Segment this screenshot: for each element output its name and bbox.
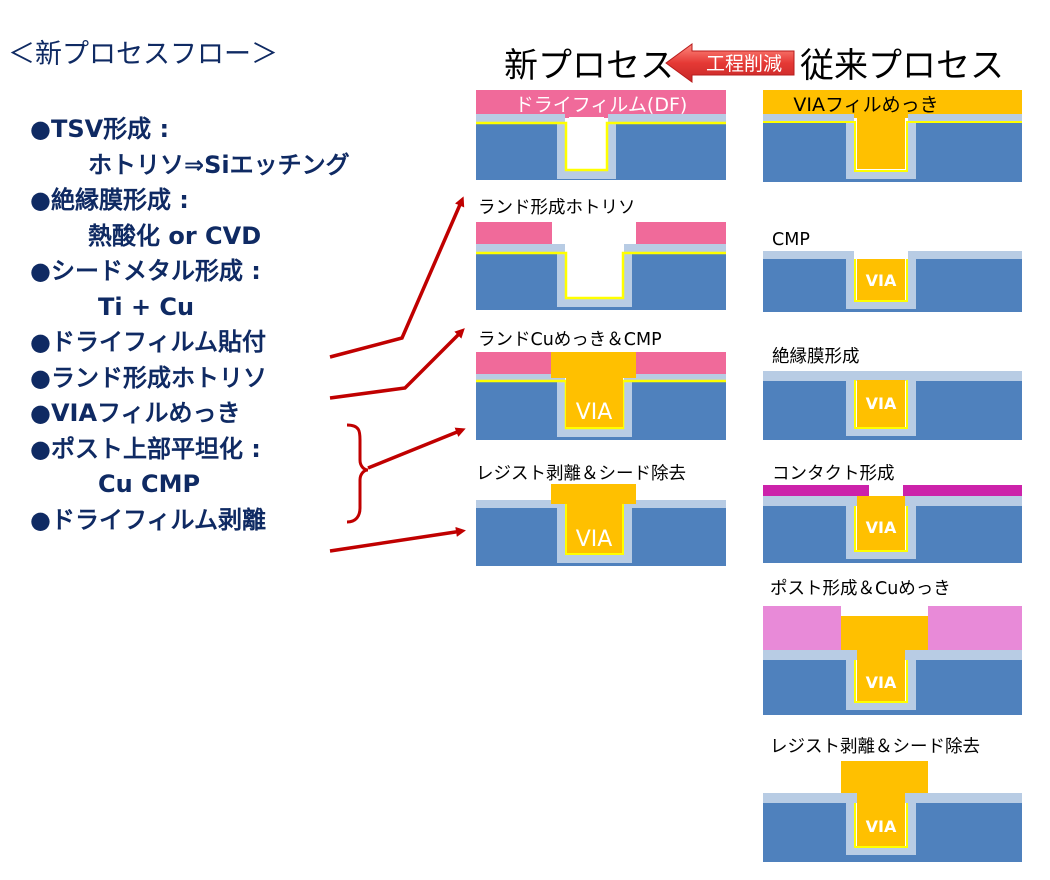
arrow-land-litho-icon [329,328,465,400]
arrow-dry-film-icon [329,196,465,359]
new-stage-3-label: ランドCuめっき＆CMP [478,330,662,350]
new-stage-2-label: ランド形成ホトリソ [478,198,636,218]
reduction-badge-label: 工程削減 [706,53,782,75]
new-process-title: 新プロセス [504,46,674,86]
conv-stage-2-via-label: VIA [866,271,897,290]
conv-stage-5-label: ポスト形成＆Cuめっき [770,579,951,599]
new-stage-1-cross-section: ドライフィルム(DF) [476,90,726,180]
flow-step-seed-metal-detail: Ti + Cu [98,292,195,321]
flow-step-via-fill: ●VIAフィルめっき [30,399,241,427]
conventional-process-title: 従来プロセス [800,46,1004,86]
flow-step-insulator-detail: 熱酸化 or CVD [88,221,262,250]
flow-step-tsv: ●TSV形成 : [30,115,170,143]
new-stage-4-cross-section: VIA [476,484,726,566]
conv-stage-5-cross-section: VIA [763,606,1022,715]
conv-stage-4-via-label: VIA [866,518,897,537]
flow-heading: ＜新プロセスフロー＞ [8,39,278,70]
conv-stage-2-label: CMP [772,230,810,250]
flow-step-list: ●TSV形成 : ホトリソ⇒Siエッチング ●絶縁膜形成 : 熱酸化 or CV… [30,112,350,538]
conv-stage-6-cross-section: VIA [763,761,1022,862]
conv-stage-4-cross-section: VIA [763,485,1022,563]
arrow-dry-film-strip-icon [329,526,466,553]
conv-stage-1-label: VIAフィルめっき [793,94,938,116]
flow-step-dry-film-strip: ●ドライフィルム剥離 [30,505,266,534]
conv-stage-3-cross-section: VIA [763,371,1022,440]
flow-step-dry-film: ●ドライフィルム貼付 [30,328,266,356]
new-stage-4-label: レジスト剥離＆シード除去 [476,464,686,484]
flow-step-planarize: ●ポスト上部平坦化 : [30,434,261,463]
new-stage-2-cross-section [476,222,726,310]
flow-step-planarize-detail: Cu CMP [98,470,201,498]
connector-arrows [329,196,466,553]
new-stage-1-label: ドライフィルム(DF) [515,94,688,116]
conv-stage-1-cross-section: VIAフィルめっき [763,90,1022,182]
right-brace-icon [346,423,369,524]
new-stage-4-via-label: VIA [576,527,613,552]
new-stage-3-via-label: VIA [576,400,613,425]
flow-step-seed-metal: ●シードメタル形成 : [30,257,261,285]
conv-stage-4-label: コンタクト形成 [772,464,895,484]
new-stage-3-cross-section: VIA [476,352,726,440]
conv-stage-5-via-label: VIA [866,673,897,692]
conv-stage-6-via-label: VIA [866,817,897,836]
reduction-arrow-icon: 工程削減 [665,43,795,83]
flow-step-tsv-detail: ホトリソ⇒Siエッチング [88,150,350,179]
flow-step-land-litho: ●ランド形成ホトリソ [30,363,267,392]
conv-stage-3-label: 絶縁膜形成 [772,347,860,367]
arrow-via-fill-icon [367,427,466,470]
conv-stage-6-label: レジスト剥離＆シード除去 [770,737,980,757]
conv-stage-2-cross-section: VIA [763,251,1022,312]
conv-stage-3-via-label: VIA [866,394,897,413]
flow-step-insulator: ●絶縁膜形成 : [30,186,189,214]
